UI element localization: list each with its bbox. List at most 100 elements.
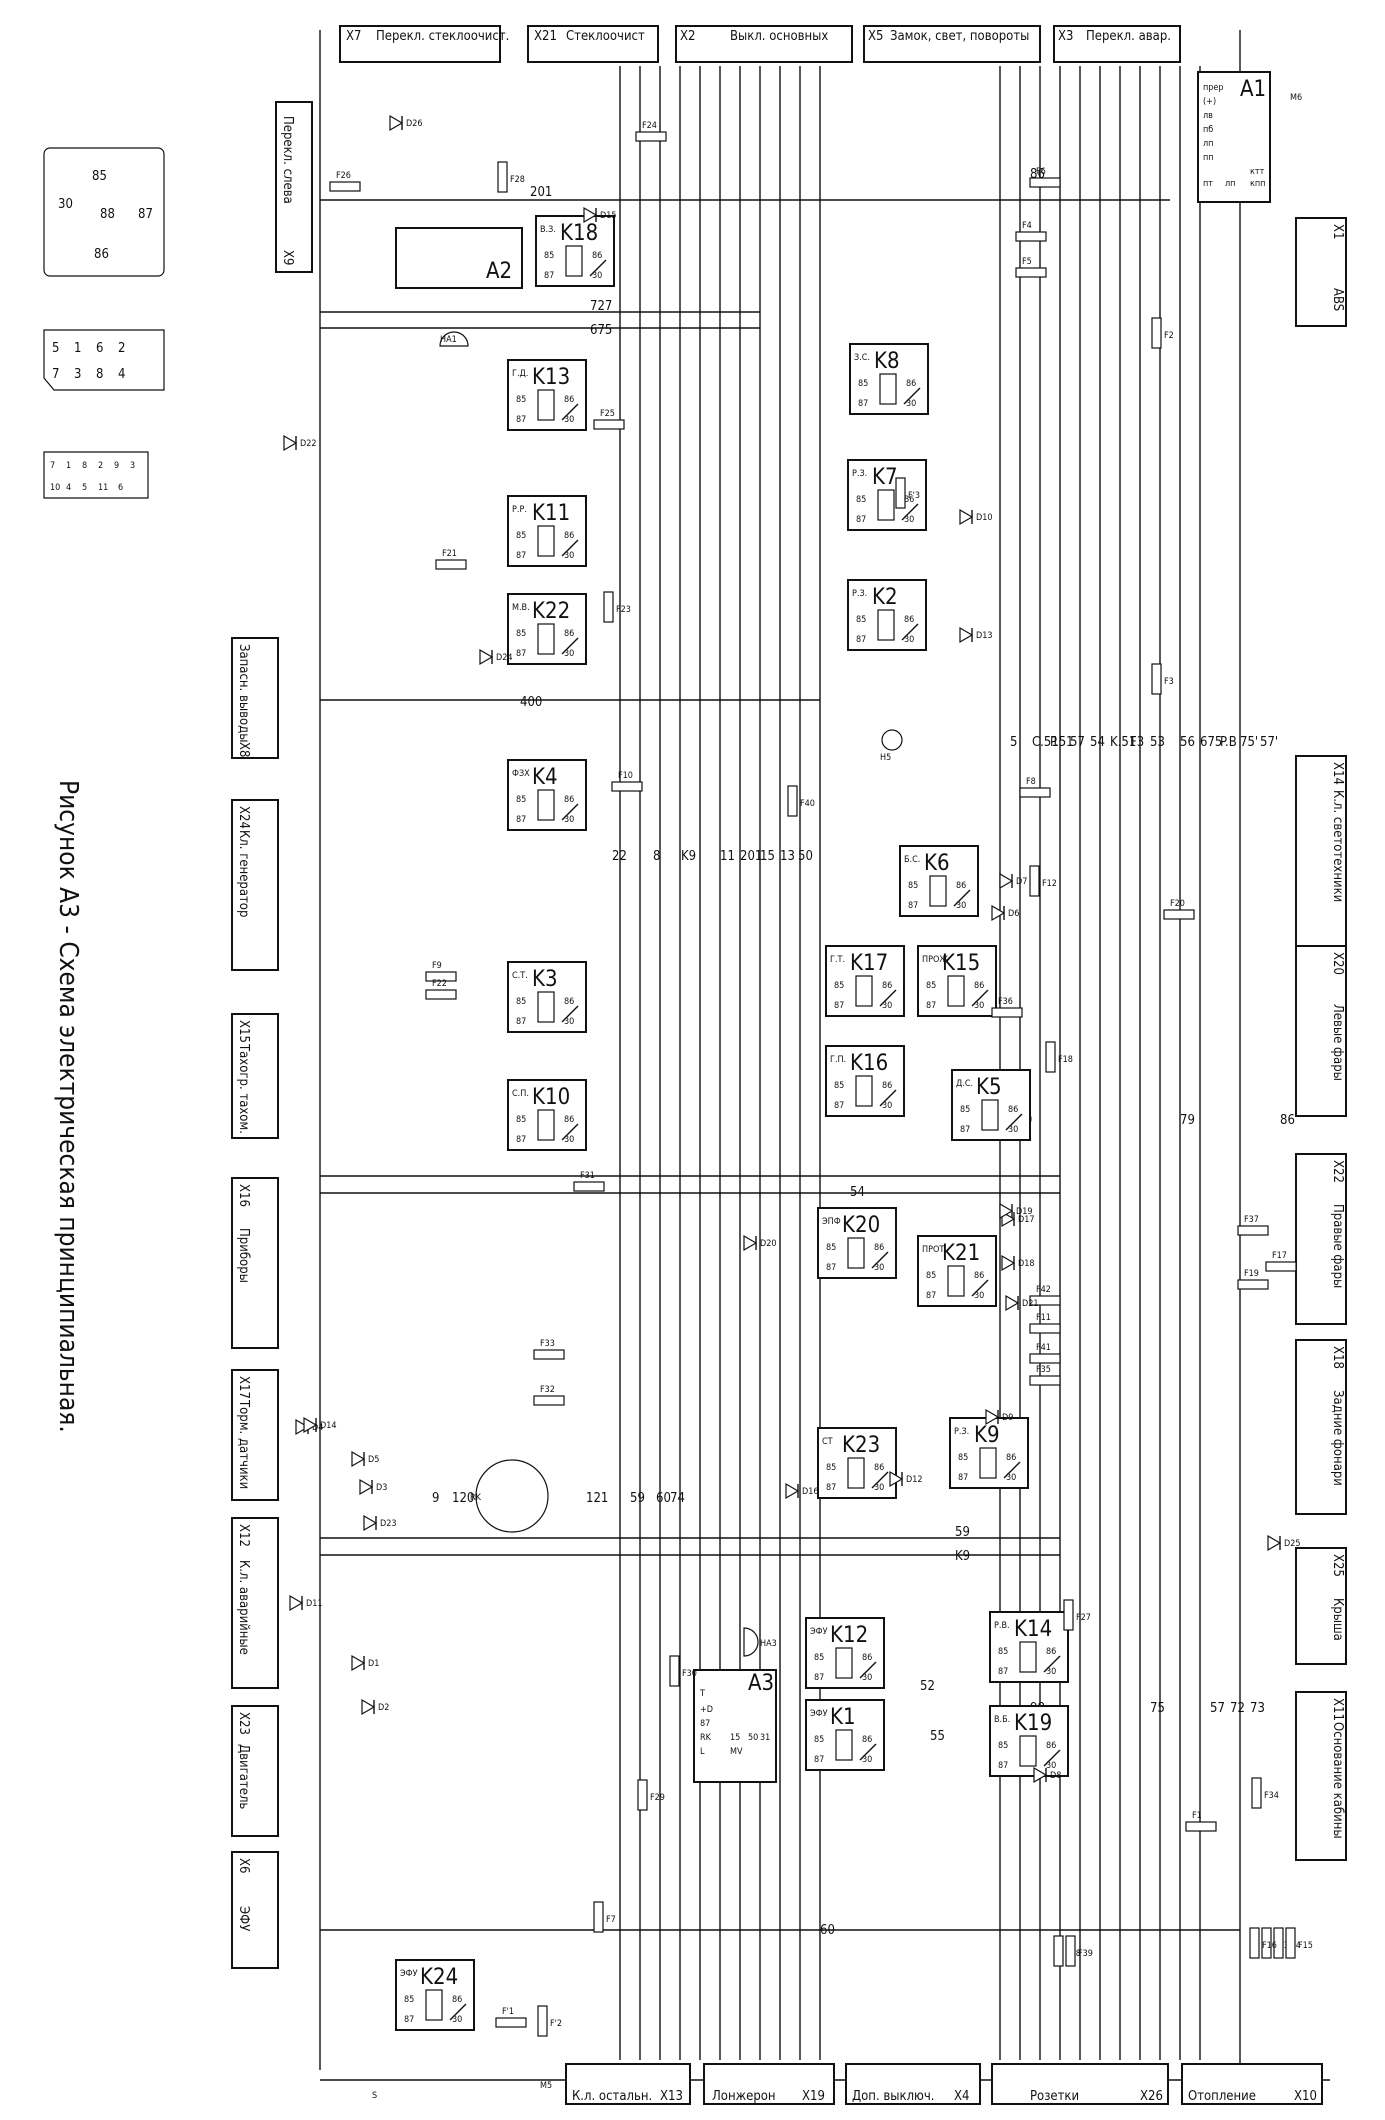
wire-label: 79 (1180, 1113, 1195, 1128)
fuse-label: F33 (540, 1339, 555, 1349)
connector-name: ABS (1330, 288, 1345, 311)
fuse-label: F16 (1262, 1941, 1277, 1951)
relay-tag: Р.Р. (512, 505, 527, 515)
connector-id: X10 (1294, 2089, 1317, 2104)
wire-label: 11 (720, 849, 735, 864)
diode-d14: D14 (303, 1416, 337, 1434)
relay-id: K9 (974, 1423, 1000, 1448)
relay-id: K15 (942, 951, 980, 976)
fuse-f2: F2 (1151, 317, 1174, 349)
relay-pin: 86 (1046, 1741, 1056, 1751)
connector-x4: Доп. выключ. X4 (845, 2063, 981, 2105)
connector-id: X5 (868, 29, 883, 44)
connector-name: Приборы (236, 1228, 251, 1283)
legend-pin-86: 86 (94, 247, 109, 262)
relay-pin: 86 (904, 615, 914, 625)
relay-tag: С.Т. (512, 971, 528, 981)
relay-pin: 86 (564, 531, 574, 541)
wire-label: 59 (630, 1491, 645, 1506)
relay-pin: 86 (564, 395, 574, 405)
connector-x14: X14 К.л. светотехники (1295, 755, 1347, 947)
diode-label: D17 (1018, 1215, 1035, 1225)
relay-pin-legend: 85 30 88 87 86 (43, 147, 165, 277)
connector-x2: X2 Выкл. основных (675, 25, 853, 63)
legend-small-pin-6: 3 (74, 367, 81, 382)
diode-label: D5 (368, 1455, 379, 1465)
relay-pin: 85 (516, 1115, 526, 1125)
fuse-label: F34 (1264, 1791, 1279, 1801)
relay-pin: 85 (926, 981, 936, 991)
module-pin: 31 (760, 1733, 770, 1743)
fuse-label: F5 (1022, 257, 1032, 267)
legend-small-pin-4: 2 (118, 341, 125, 356)
relay-pin: 85 (834, 1081, 844, 1091)
diode-label: D1 (368, 1659, 379, 1669)
relay-pin: 85 (516, 795, 526, 805)
wire-label: 52 (920, 1679, 935, 1694)
diode-label: D20 (760, 1239, 777, 1249)
connector-id: X21 (534, 29, 557, 44)
fuse-label: F1 (1192, 1811, 1202, 1821)
relay-id: K19 (1014, 1711, 1052, 1736)
connector-x1: X1 ABS (1295, 217, 1347, 327)
fuse-label: F21 (442, 549, 457, 559)
relay-id: K5 (976, 1075, 1002, 1100)
module-a2: A2 (395, 227, 523, 289)
connector-name: Крыша (1330, 1598, 1345, 1641)
relay-pin: 85 (826, 1243, 836, 1253)
diode-d15: D15 (583, 206, 617, 224)
relay-pin: 85 (858, 379, 868, 389)
connector-id: X18 (1330, 1346, 1345, 1369)
fuse-label: F31 (580, 1171, 595, 1181)
diode-d13: D13 (959, 626, 993, 644)
relay-pin: 85 (826, 1463, 836, 1473)
relay-pin: 30 (564, 649, 574, 659)
lamp-label: H5 (880, 753, 891, 763)
relay-pin: 30 (882, 1101, 892, 1111)
relay-tag: ПРОТ (922, 1245, 944, 1255)
fuse-group: F1F2F3F4F5F6F7F8F9F10F11F12F13F14F15F16F… (329, 121, 1313, 2037)
wire-label: 75 (1150, 1701, 1165, 1716)
fuse-label: F8 (1026, 777, 1036, 787)
fuse-label: F40 (800, 799, 815, 809)
connector-name: К.л. светотехники (1330, 790, 1345, 902)
relay-tag: М.В. (512, 603, 530, 613)
wire-label: 60 (656, 1491, 671, 1506)
diode-d23: D23 (363, 1514, 397, 1532)
figure-caption: Рисунок А3 - Схема электрическая принцип… (53, 780, 83, 1433)
relay-pin: 86 (862, 1653, 872, 1663)
relay-id: K20 (842, 1213, 880, 1238)
wire-label: 400 (520, 695, 542, 710)
fuse-f29: F29 (637, 1779, 665, 1811)
diode-d9: D9 (985, 1408, 1013, 1426)
relay-pin: 86 (564, 795, 574, 805)
relay-pin: 87 (516, 551, 526, 561)
fuse-label: F30 (682, 1669, 697, 1679)
wire-label: 675 (590, 323, 612, 338)
fuse-f19: F19 (1237, 1269, 1269, 1290)
connector-name: Двигатель (236, 1744, 251, 1809)
relay-pin: 86 (874, 1243, 884, 1253)
legend-pin-87: 87 (138, 207, 153, 222)
diode-label: D2 (378, 1703, 389, 1713)
relay-pin: 85 (516, 629, 526, 639)
relay-pin: 87 (926, 1001, 936, 1011)
relay-pin: 86 (564, 997, 574, 1007)
relay-pin: 86 (564, 629, 574, 639)
relay-pin: 30 (564, 415, 574, 425)
horn-label: RK (470, 1493, 482, 1503)
diode-d25: D25 (1267, 1534, 1301, 1552)
connector-id: X8 (236, 742, 251, 757)
connector-x15: X15 Тахогр. тахом. (231, 1013, 279, 1139)
relay-pin: 85 (516, 997, 526, 1007)
fuse-f1: F1 (1185, 1811, 1217, 1832)
connector-x16: X16 Приборы (231, 1177, 279, 1349)
fuse-f31: F31 (573, 1171, 605, 1192)
connector-id: X9 (280, 250, 295, 265)
